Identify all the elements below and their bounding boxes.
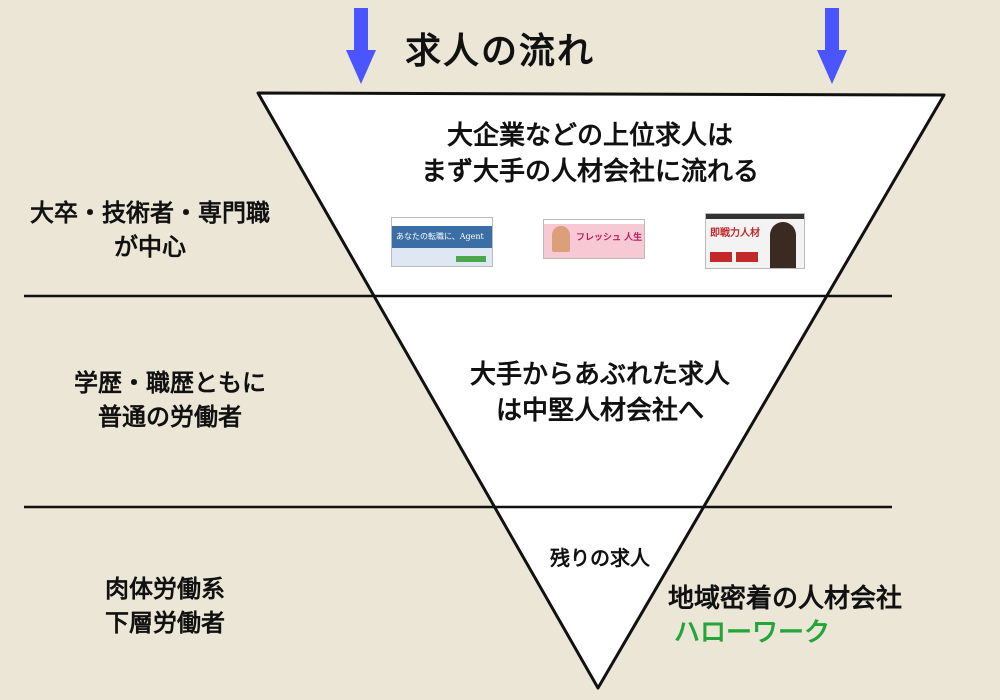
thumbnail-button: [736, 252, 758, 262]
thumbnail-header: [392, 218, 492, 226]
thumbnail-career-site: 即戦力人材: [706, 214, 804, 268]
tier1-center-text: 大企業などの上位求人は まず大手の人材会社に流れる: [340, 118, 840, 190]
tier3-center-text: 残りの求人: [550, 546, 650, 570]
local-agents-block: 地域密着の人材会社 ハローワーク: [668, 582, 968, 650]
tier3-left-line1: 肉体労働系: [105, 575, 225, 603]
thumbnail-person: [770, 222, 796, 268]
local-agents-line1: 地域密着の人材会社: [668, 584, 903, 614]
thumbnail-button: [710, 252, 732, 262]
tier1-left-line1: 大卒・技術者・専門職: [30, 199, 270, 227]
tier2-center-line2: は中堅人材会社へ: [495, 396, 704, 426]
down-arrow-right-icon: [817, 8, 847, 84]
tier3-left-line2: 下層労働者: [105, 609, 225, 637]
thumbnail-caption: 即戦力人材: [710, 228, 760, 239]
tier2-left-line1: 学歴・職歴ともに: [74, 369, 266, 397]
diagram-title: 求人の流れ: [404, 31, 595, 72]
thumbnail-person: [552, 226, 570, 252]
thumbnail-agent-site: あなたの転職に、Agent: [392, 218, 492, 266]
thumbnail-caption: フレッシュ 人生: [576, 233, 643, 243]
tier1-left-line2: が中心: [114, 233, 186, 261]
tier2-center-line1: 大手からあぶれた求人: [469, 360, 730, 390]
thumbnail-header: [706, 214, 804, 219]
thumbnail-caption: あなたの転職に、Agent: [396, 232, 484, 241]
tier1-center-line1: 大企業などの上位求人は: [446, 121, 733, 151]
tier3-left-label: 肉体労働系 下層労働者: [55, 572, 275, 640]
tier2-center-text: 大手からあぶれた求人 は中堅人材会社へ: [420, 357, 780, 429]
tier1-left-label: 大卒・技術者・専門職 が中心: [10, 196, 290, 264]
down-arrow-left-icon: [346, 8, 376, 84]
tier2-left-label: 学歴・職歴ともに 普通の労働者: [30, 366, 310, 434]
thumbnail-button: [456, 256, 486, 262]
tier2-left-line2: 普通の労働者: [98, 403, 242, 431]
tier1-center-line2: まず大手の人材会社に流れる: [420, 157, 759, 187]
thumbnail-header: [544, 220, 644, 224]
hello-work-label: ハローワーク: [674, 618, 831, 648]
thumbnail-freshure-site: フレッシュ 人生: [544, 220, 644, 258]
thumbnail-banner: [392, 226, 492, 248]
